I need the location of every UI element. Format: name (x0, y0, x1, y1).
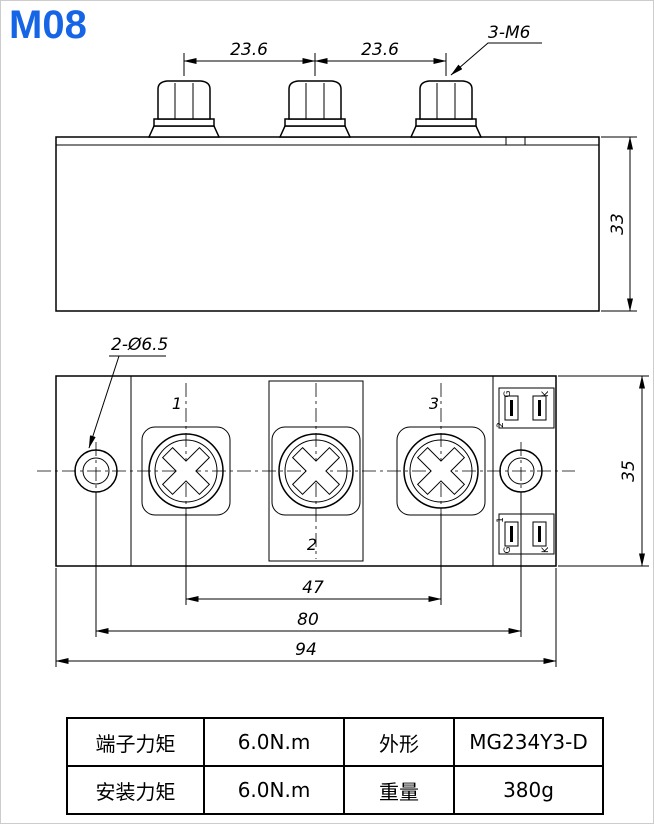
aux-block-bottom: G K 1 (496, 513, 555, 555)
dim-80-text: 80 (297, 610, 319, 630)
terminal-number-2: 2 (307, 535, 317, 554)
aux-block-outline (498, 513, 555, 555)
terminal-bolt-1 (147, 80, 221, 138)
aux-pin-slot (532, 521, 547, 547)
dimension-terminal-span: 47 (185, 513, 442, 605)
leader-line (450, 42, 542, 76)
bolt-washer (415, 118, 477, 127)
dimension-overall-width: 94 (55, 568, 557, 667)
screw-outer-circle (403, 433, 479, 509)
dim-pitch-right-text: 23.6 (361, 40, 399, 60)
screw-outer-circle (278, 433, 354, 509)
spec-value-outline: MG234Y3-D (453, 717, 604, 767)
aux-pin-slot (504, 521, 519, 547)
front-view: 1 2 3 G K 2 (37, 335, 649, 667)
hex-nut (288, 80, 342, 120)
bolt-washer (284, 118, 346, 127)
mounting-hole-right (499, 449, 543, 493)
bolt-flange (147, 125, 221, 138)
phillips-cross (161, 446, 211, 496)
bolt-flange (409, 125, 483, 138)
table-row-terminal-torque: 端子力矩 6.0N.m 外形 MG234Y3-D (66, 717, 604, 767)
hole-inner-circle (507, 457, 535, 485)
dimension-hole-span: 80 (95, 493, 522, 637)
spec-label-outline: 外形 (343, 717, 455, 767)
leader-line (88, 355, 120, 449)
aux-label-k: K (541, 546, 551, 553)
screw-inner-circle (284, 439, 348, 503)
spec-value-terminal-torque: 6.0N.m (203, 717, 345, 767)
terminal-bolt-3 (409, 80, 483, 138)
terminal-number-1: 1 (172, 394, 182, 413)
hole-outer-circle (74, 449, 118, 493)
aux-label-g: G (503, 546, 513, 553)
bolt-flange (278, 125, 352, 138)
dim-94-text: 94 (295, 640, 317, 660)
model-code-title: M08 (9, 3, 87, 47)
mounting-hole-left (74, 449, 118, 493)
dimension-terminal-pitch: 23.6 23.6 (183, 40, 447, 76)
aux-block-top: G K 2 (496, 387, 555, 429)
terminal-number-3: 3 (429, 394, 439, 413)
spec-label-mounting-torque: 安装力矩 (66, 765, 205, 815)
dimension-front-height: 35 (558, 375, 649, 567)
hole-callout: 2-Ø6.5 (88, 335, 168, 449)
spec-value-mounting-torque: 6.0N.m (203, 765, 345, 815)
dim-47-text: 47 (302, 578, 324, 598)
table-row-mounting-torque: 安装力矩 6.0N.m 重量 380g (66, 765, 604, 815)
terminal-screw-1 (148, 433, 224, 509)
dimension-side-height: 33 (601, 136, 637, 312)
phillips-cross (291, 446, 341, 496)
technical-drawing: 23.6 23.6 3-M6 33 (37, 23, 649, 667)
aux-pin-slot (532, 395, 547, 421)
aux-label-k: K (541, 390, 551, 397)
hole-label-text: 2-Ø6.5 (111, 335, 168, 355)
terminal-screw-3 (403, 433, 479, 509)
side-view: 23.6 23.6 3-M6 33 (55, 23, 637, 312)
screw-inner-circle (154, 439, 218, 503)
spec-table: 端子力矩 6.0N.m 外形 MG234Y3-D 安装力矩 6.0N.m 重量 … (66, 717, 604, 815)
hex-nut (157, 80, 211, 120)
thread-label-text: 3-M6 (488, 23, 531, 43)
dim-height-text: 33 (608, 213, 628, 235)
aux-block-outline (498, 387, 555, 429)
phillips-cross (416, 446, 466, 496)
spec-label-terminal-torque: 端子力矩 (66, 717, 205, 767)
aux-pin-slot (504, 395, 519, 421)
dim-pitch-left-text: 23.6 (230, 40, 268, 60)
hole-outer-circle (499, 449, 543, 493)
module-body-side (55, 136, 600, 312)
screw-outer-circle (148, 433, 224, 509)
terminal-bolt-2 (278, 80, 352, 138)
spec-label-weight: 重量 (343, 765, 455, 815)
thread-callout: 3-M6 (450, 23, 542, 76)
aux-label-g: G (503, 390, 513, 397)
bolt-washer (153, 118, 215, 127)
hex-nut (419, 80, 473, 120)
hole-inner-circle (82, 457, 110, 485)
spec-value-weight: 380g (453, 765, 604, 815)
dim-35-text: 35 (619, 460, 639, 482)
aux-number: 2 (496, 422, 506, 428)
terminal-screw-2 (278, 433, 354, 509)
aux-number: 1 (496, 517, 506, 523)
screw-inner-circle (409, 439, 473, 503)
